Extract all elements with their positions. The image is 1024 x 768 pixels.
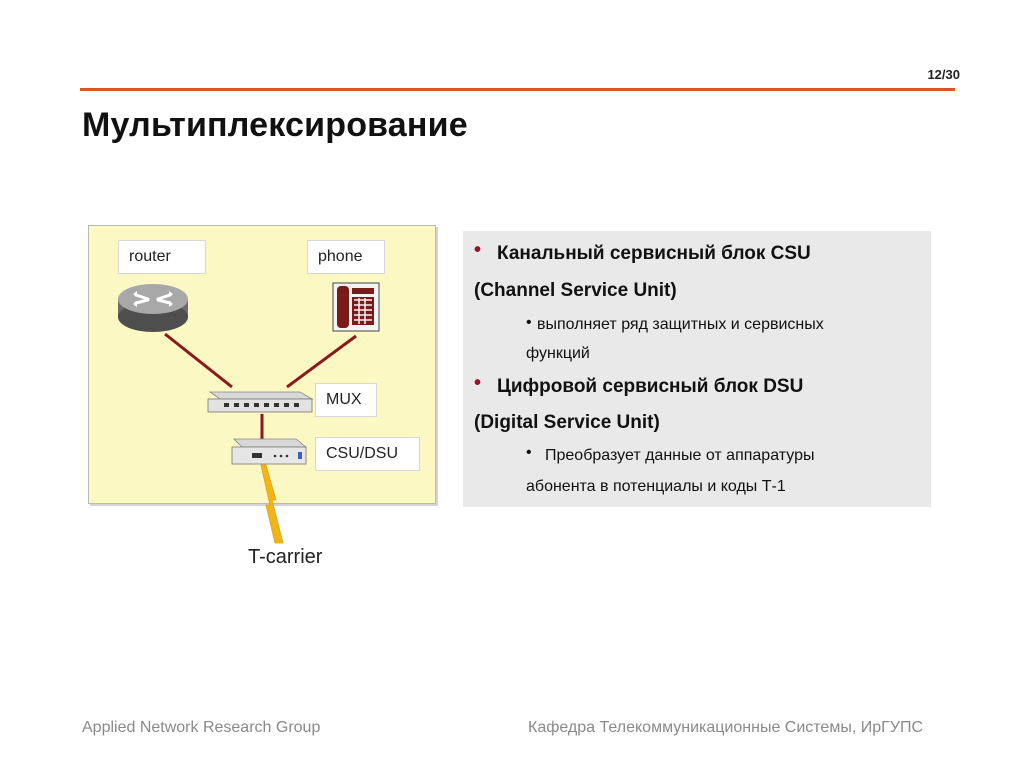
description-panel <box>463 231 931 507</box>
bullet-icon: • <box>526 314 532 331</box>
t-carrier-label: T-carrier <box>248 546 323 568</box>
router-mux-link <box>164 332 233 389</box>
dsu-heading-en: (Digital Service Unit) <box>474 412 660 433</box>
mux-label: MUX <box>315 383 377 417</box>
csu-dsu-label: CSU/DSU <box>315 437 420 471</box>
t-carrier-signal-icon <box>260 464 284 544</box>
slide-title: Мультиплексирование <box>82 106 468 144</box>
bullet-icon: • <box>526 444 532 461</box>
phone-label: phone <box>307 240 385 274</box>
csu-heading: Канальный сервисный блок CSU <box>497 243 811 264</box>
router-icon <box>118 284 188 332</box>
csu-description: выполняет ряд защитных и сервисных <box>537 316 824 333</box>
csu-description-cont: функций <box>526 345 590 362</box>
header-rule <box>80 88 955 91</box>
footer-department: Кафедра Телекоммуникационные Системы, Ир… <box>528 719 923 736</box>
bullet-icon: • <box>474 372 482 394</box>
dsu-description-cont: абонента в потенциалы и коды Т-1 <box>526 478 786 495</box>
footer-organization: Applied Network Research Group <box>82 719 321 736</box>
dsu-heading: Цифровой сервисный блок DSU <box>497 376 804 397</box>
router-label: router <box>118 240 206 274</box>
page-number: 12/30 <box>927 67 960 82</box>
csu-heading-en: (Channel Service Unit) <box>474 280 677 301</box>
dsu-description: Преобразует данные от аппаратуры <box>545 447 815 464</box>
phone-icon <box>332 282 380 332</box>
mux-device-icon <box>207 391 314 413</box>
bullet-icon: • <box>474 239 482 261</box>
csu-dsu-device-icon <box>231 438 308 465</box>
phone-mux-link <box>286 334 357 389</box>
